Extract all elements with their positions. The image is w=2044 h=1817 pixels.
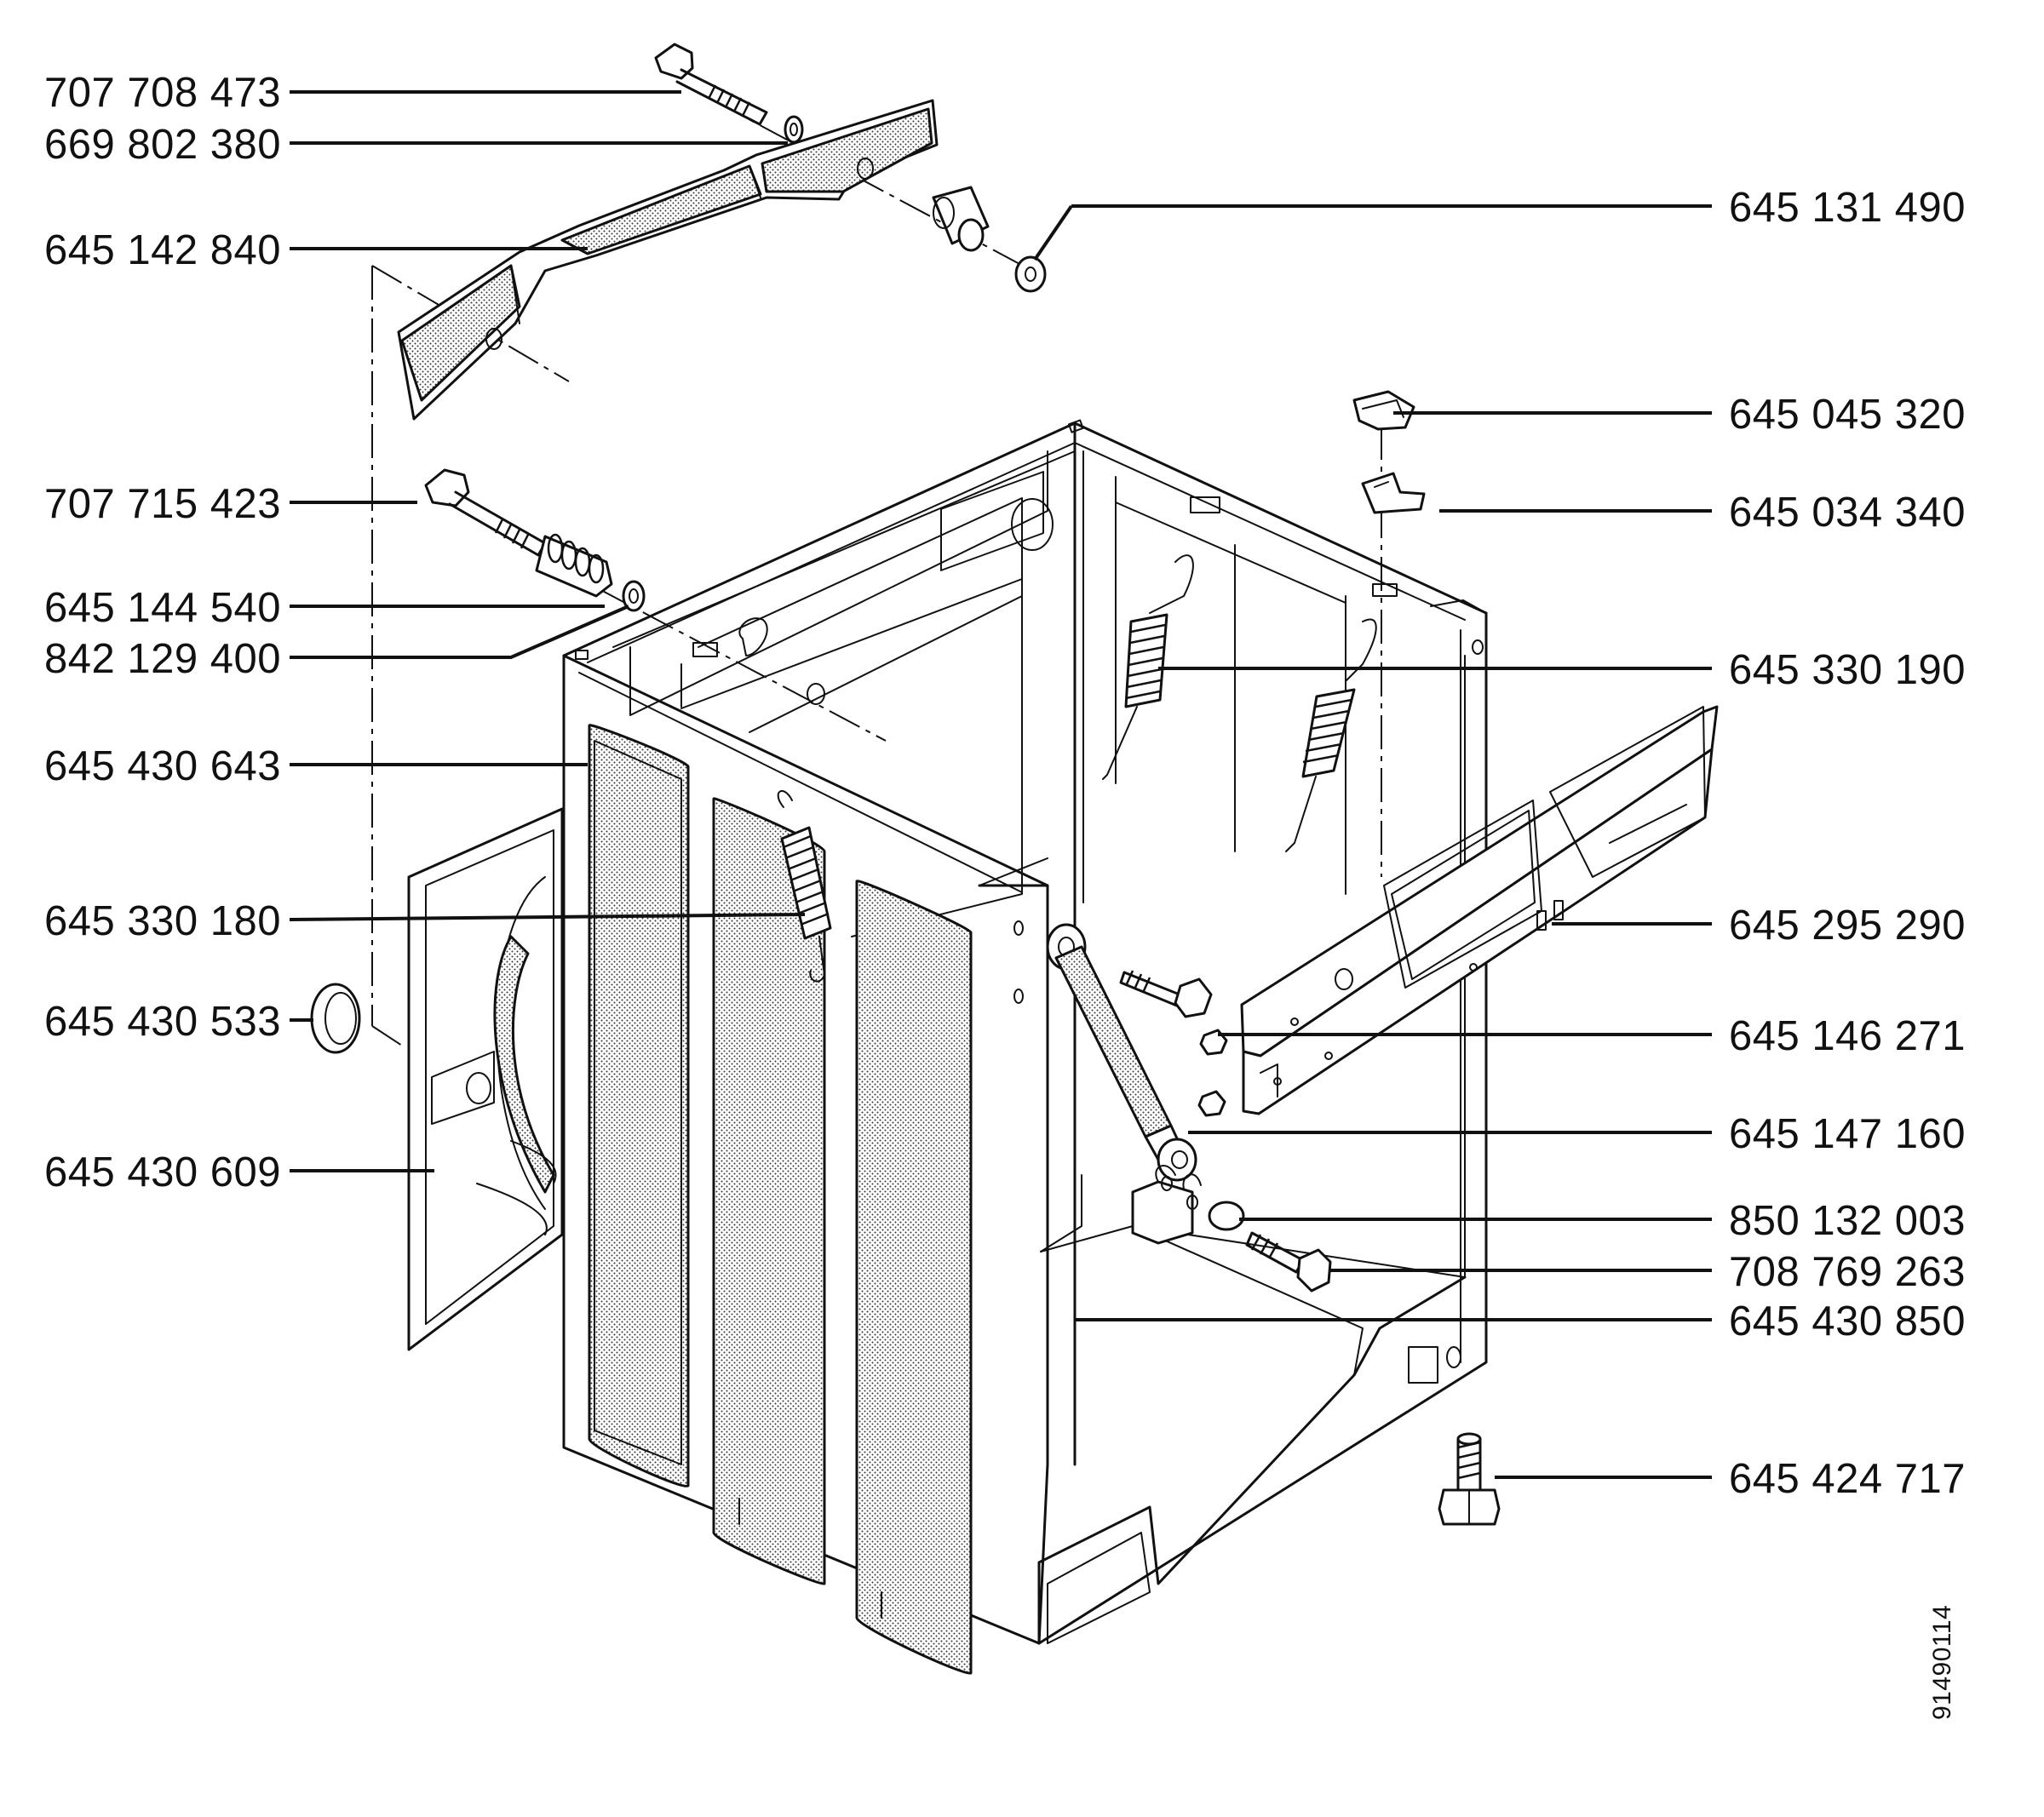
shock-mount-bracket — [1131, 1165, 1202, 1245]
callouts-left: 707 708 473 669 802 380 645 142 840 707 … — [44, 70, 281, 1195]
callout-left-3: 645 142 840 — [44, 227, 281, 273]
callout-left-4: 707 715 423 — [44, 481, 281, 527]
callout-right-8: 850 132 003 — [1729, 1198, 1966, 1244]
leader-lines-right — [1033, 204, 1712, 1479]
top-washer — [784, 115, 804, 144]
drawing-reference-number: 91490114 — [1928, 1605, 1956, 1720]
callout-left-2: 669 802 380 — [44, 122, 281, 168]
callout-left-9: 645 430 533 — [44, 999, 281, 1045]
callout-right-4: 645 330 190 — [1729, 647, 1966, 693]
callout-right-9: 708 769 263 — [1729, 1249, 1966, 1295]
adjustable-foot — [1438, 1432, 1501, 1526]
top-bolt — [654, 43, 768, 126]
callout-right-3: 645 034 340 — [1729, 490, 1966, 536]
callout-right-2: 645 045 320 — [1729, 392, 1966, 438]
rear-spring-right — [1285, 618, 1377, 852]
callout-left-7: 645 430 643 — [44, 743, 281, 789]
callout-left-10: 645 430 609 — [44, 1149, 281, 1195]
callout-right-10: 645 430 850 — [1729, 1298, 1966, 1344]
rear-spring-left — [1102, 554, 1194, 780]
callout-right-1: 645 131 490 — [1729, 185, 1966, 231]
front-side-panel — [562, 654, 1049, 1675]
callout-left-5: 645 144 540 — [44, 585, 281, 631]
callout-right-7: 645 147 160 — [1729, 1111, 1966, 1157]
front-spring — [777, 790, 832, 983]
callout-right-5: 645 295 290 — [1729, 903, 1966, 949]
bushing-set — [932, 186, 1047, 293]
clip-upper — [1352, 390, 1415, 431]
callout-right-6: 645 146 271 — [1729, 1013, 1966, 1059]
spring-bolt-assembly — [424, 468, 646, 612]
cabinet-base — [1037, 1174, 1467, 1645]
callout-right-11: 645 424 717 — [1729, 1456, 1966, 1502]
top-cross-brace — [397, 99, 939, 421]
callouts-right: 645 131 490 645 045 320 645 034 340 645 … — [1729, 185, 1966, 1502]
shock-absorber — [1046, 923, 1197, 1182]
mount-bolt — [1245, 1231, 1332, 1293]
callout-left-1: 707 708 473 — [44, 70, 281, 116]
o-ring — [1208, 1201, 1245, 1231]
bottom-cross-member — [1240, 705, 1719, 1115]
callout-left-6: 842 129 400 — [44, 636, 281, 682]
leader-lines-left — [289, 90, 806, 1172]
rear-panel — [407, 807, 564, 1351]
grommet — [310, 983, 361, 1054]
callout-left-8: 645 330 180 — [44, 898, 281, 944]
clip-lower — [1361, 472, 1426, 514]
